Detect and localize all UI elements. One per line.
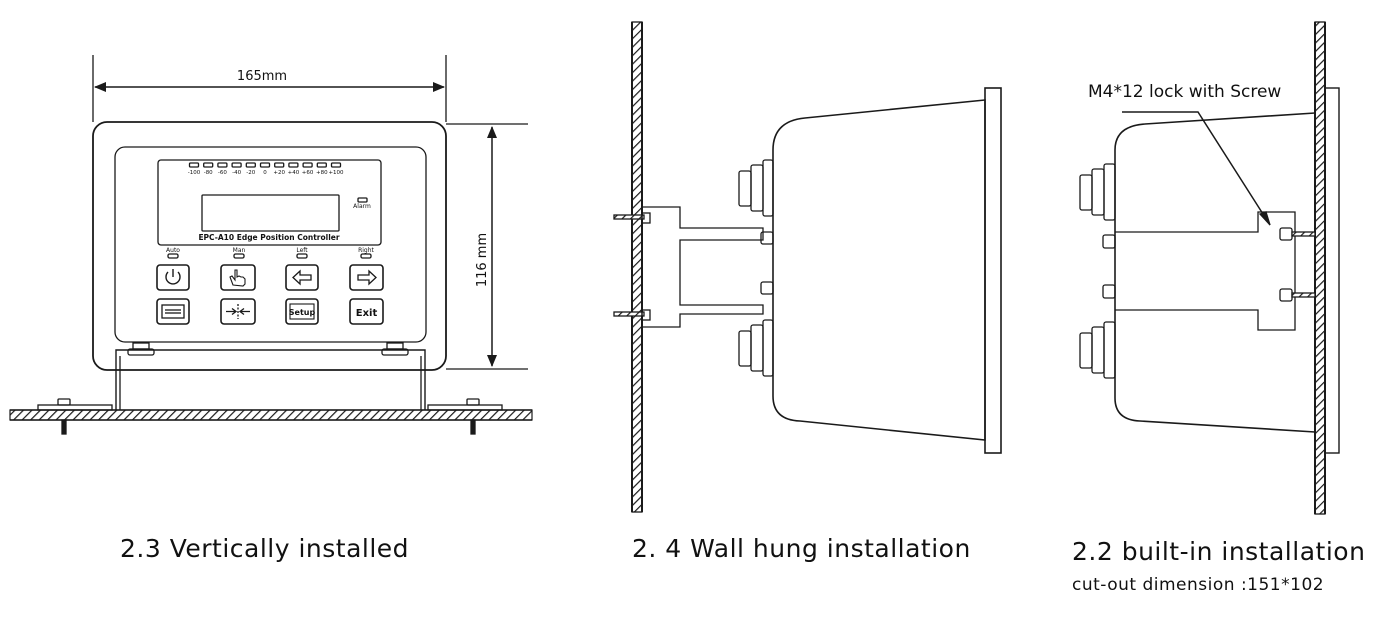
built-in-view: M4*12 lock with Screw [1079, 21, 1340, 515]
caption-built-in: 2.2 built-in installation [1072, 537, 1366, 566]
scale-label: -40 [232, 170, 241, 176]
controller-body [772, 99, 986, 441]
indicator-label: Right [358, 247, 374, 254]
power-button [156, 264, 190, 291]
hand-icon [229, 269, 246, 287]
inner-bracket [1115, 211, 1296, 331]
screw-leader-line [1122, 111, 1271, 226]
wall [631, 21, 643, 513]
front-flange [984, 87, 1002, 454]
indicator-label: Man [233, 247, 246, 254]
led-scale-bar [188, 162, 342, 168]
center-line-icon [161, 304, 185, 319]
controller-housing [92, 121, 447, 371]
model-label: EPC-A10 Edge Position Controller [198, 233, 339, 242]
arrow-right-icon [357, 269, 377, 286]
scale-label: +20 [273, 170, 285, 176]
alarm-label: Alarm [353, 203, 371, 210]
scale-label: +60 [302, 170, 314, 176]
caption-wall-hung: 2. 4 Wall hung installation [632, 534, 971, 563]
exit-label: Exit [356, 308, 378, 319]
center-button [156, 298, 190, 325]
arrow-left-icon [292, 269, 312, 286]
scale-label: -100 [188, 170, 201, 176]
mounting-bracket [115, 349, 426, 410]
front-bezel [114, 146, 427, 343]
exit-button [349, 298, 384, 325]
scale-led [188, 162, 200, 168]
wall-hung-view [613, 21, 1002, 513]
wall-bracket [641, 206, 764, 328]
setup-label: Setup [289, 308, 316, 317]
indicator-label: Left [296, 247, 308, 254]
builtin-flange [1324, 87, 1340, 454]
align-button [220, 298, 256, 325]
scale-led [288, 162, 299, 168]
scale-label: -60 [218, 170, 227, 176]
builtin-gland-bottom [1079, 321, 1116, 379]
align-icon [226, 304, 250, 319]
scale-label: 0 [263, 170, 267, 176]
screw-left [57, 398, 71, 406]
scale-label: -20 [246, 170, 255, 176]
indicator-led [233, 253, 245, 259]
screw-label: M4*12 lock with Screw [1088, 82, 1281, 102]
indicator-label: Auto [166, 247, 180, 254]
right-button [349, 264, 384, 291]
width-dimension-label: 165mm [237, 69, 287, 84]
panel-wall [1314, 21, 1326, 515]
lcd-area [201, 194, 340, 232]
display-window [157, 159, 382, 246]
screw-right [466, 398, 480, 406]
scale-led [245, 162, 256, 168]
scale-led [203, 162, 214, 168]
base-plate [9, 409, 533, 421]
indicator-led [167, 253, 179, 259]
builtin-body [1114, 112, 1316, 433]
setup-button [285, 298, 319, 325]
caption-vertical: 2.3 Vertically installed [120, 534, 410, 563]
builtin-gland-top [1079, 163, 1116, 221]
scale-led [274, 162, 285, 168]
scale-label: +40 [288, 170, 300, 176]
cutout-dimension: cut-out dimension :151*102 [1072, 575, 1325, 595]
scale-label: +100 [328, 170, 344, 176]
scale-led [302, 162, 313, 168]
left-button [285, 264, 319, 291]
scale-led [316, 162, 327, 168]
indicator-led [360, 253, 372, 259]
scale-label: +80 [316, 170, 328, 176]
scale-led [231, 162, 242, 168]
alarm-led [357, 197, 368, 203]
cable-gland-top [738, 159, 774, 217]
indicator-led [296, 253, 308, 259]
power-icon [165, 269, 181, 285]
scale-led [217, 162, 228, 168]
scale-led [259, 162, 271, 168]
scale-led [330, 162, 342, 168]
scale-label: -80 [204, 170, 213, 176]
manual-button [220, 264, 256, 291]
height-dimension-label: 116 mm [475, 233, 490, 287]
cable-gland-bottom [738, 319, 774, 377]
